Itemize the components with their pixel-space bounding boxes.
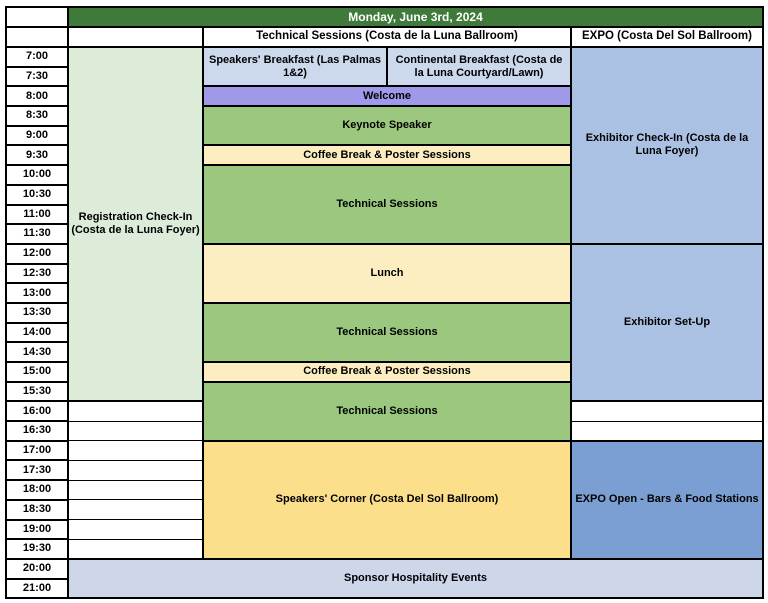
empty-cell [67,420,204,442]
time-cell: 19:00 [5,518,69,541]
schedule-row: 15:30 Technical Sessions [5,380,763,442]
event-speakers-corner: Speakers' Corner (Costa Del Sol Ballroom… [202,439,572,560]
schedule-row: 8:00 Welcome [5,85,763,108]
empty-cell [570,400,764,422]
corner-cell [5,6,69,28]
event-coffee-break-am: Coffee Break & Poster Sessions [202,144,572,167]
time-cell: 12:30 [5,262,69,285]
event-sponsor-hospitality: Sponsor Hospitality Events [67,557,764,600]
schedule-row: 17:30 [5,459,763,482]
empty-header-cell [67,26,204,48]
date-header-row: Monday, June 3rd, 2024 [5,6,764,28]
venue-header-row: Technical Sessions (Costa de la Luna Bal… [5,26,764,48]
time-cell: 10:30 [5,183,69,206]
schedule-row: 16:00 [5,400,764,423]
event-expo-open: EXPO Open - Bars & Food Stations [570,439,764,560]
time-cell: 18:00 [5,479,69,501]
time-cell: 7:00 [5,46,69,68]
schedule-row: 8:30 Keynote Speaker [5,105,763,147]
schedule-table: Monday, June 3rd, 2024 Technical Session… [5,6,764,600]
time-cell: 11:00 [5,203,69,226]
time-cell: 15:00 [5,361,69,383]
empty-header-cell [5,26,69,48]
event-exhibitor-setup: Exhibitor Set-Up [570,242,764,403]
time-cell: 9:00 [5,124,69,147]
event-continental-breakfast: Continental Breakfast (Costa de la Luna … [386,45,572,88]
time-cell: 17:30 [5,459,69,482]
schedule-row: 10:00 Technical Sessions [5,164,763,245]
time-cell: 16:30 [5,420,69,442]
event-keynote-speaker: Keynote Speaker [202,105,572,147]
event-welcome: Welcome [202,85,572,108]
time-cell: 18:30 [5,498,69,521]
time-cell: 20:00 [5,557,69,580]
event-registration-checkin: Registration Check-In (Costa de la Luna … [67,45,204,403]
time-cell: 8:00 [5,85,69,108]
time-cell: 15:30 [5,380,69,403]
empty-cell [67,519,204,540]
time-cell: 12:00 [5,242,69,265]
schedule-row: 17:00 Speakers' Corner (Costa Del Sol Ba… [5,439,764,560]
time-cell: 21:00 [5,577,69,600]
event-speakers-breakfast: Speakers' Breakfast (Las Palmas 1&2) [202,45,388,88]
schedule-row: 12:00 Lunch Exhibitor Set-Up [5,242,764,403]
expo-venue-header: EXPO (Costa Del Sol Ballroom) [570,26,764,48]
empty-cell [570,420,764,442]
schedule-row: 21:00 [5,577,763,600]
event-coffee-break-pm: Coffee Break & Poster Sessions [202,361,572,383]
event-technical-sessions-pm1: Technical Sessions [202,301,572,364]
time-cell: 16:00 [5,400,69,423]
empty-cell [67,479,204,501]
schedule-row: 7:30 [5,65,763,88]
time-cell: 11:30 [5,223,69,245]
event-exhibitor-checkin: Exhibitor Check-In (Costa de la Luna Foy… [570,46,764,245]
time-cell: 13:00 [5,282,69,304]
technical-sessions-venue-header: Technical Sessions (Costa de la Luna Bal… [202,26,572,48]
event-technical-sessions-pm2: Technical Sessions [202,380,572,442]
time-cell: 14:30 [5,341,69,363]
time-cell: 13:30 [5,301,69,324]
time-cell: 8:30 [5,105,69,127]
empty-cell [67,459,204,481]
time-cell: 7:30 [5,65,69,88]
event-lunch: Lunch [202,242,572,304]
schedule-row: 11:00 [5,203,763,226]
time-cell: 17:00 [5,439,69,462]
schedule-row: 18:00 [5,479,763,501]
time-cell: 19:30 [5,538,69,560]
time-cell: 9:30 [5,144,69,167]
event-technical-sessions-am: Technical Sessions [202,164,572,245]
schedule-row: 18:30 [5,498,763,521]
schedule-row: 7:00 Registration Check-In (Costa de la … [5,45,764,403]
empty-cell [67,400,204,422]
time-cell: 14:00 [5,321,69,344]
empty-cell [67,538,204,560]
schedule-row: 19:30 [5,538,763,560]
schedule-row: 20:00 Sponsor Hospitality Events [5,557,764,600]
schedule-row: 13:30 Technical Sessions [5,301,763,364]
time-cell: 10:00 [5,164,69,186]
empty-cell [67,499,204,520]
schedule-row: 13:00 [5,282,763,304]
empty-cell [67,440,204,461]
date-header: Monday, June 3rd, 2024 [67,6,764,28]
